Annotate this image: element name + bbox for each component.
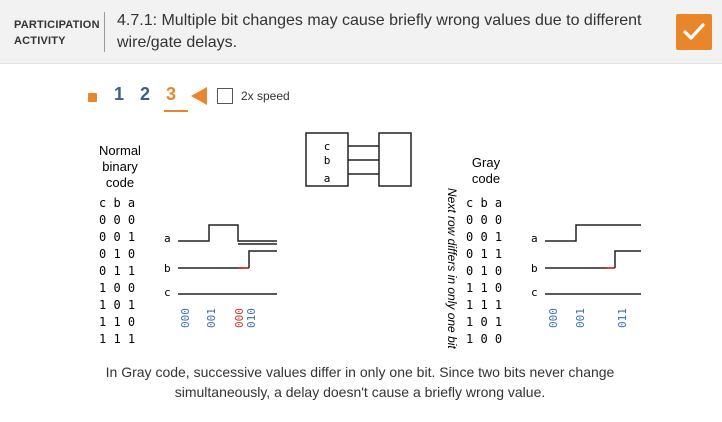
gray-time-label: 000 <box>547 308 560 328</box>
gate-input-a: a <box>324 172 331 185</box>
binary-title-line2: binary <box>102 159 138 174</box>
checkmark-icon <box>683 23 705 40</box>
step-1-button[interactable]: 1 <box>114 84 125 104</box>
binary-title-line3: code <box>106 175 134 190</box>
gray-title-line1: Gray <box>472 155 501 170</box>
binary-glitch-label: 000 <box>233 308 246 328</box>
activity-header: PARTICIPATION ACTIVITY 4.7.1: Multiple b… <box>0 0 722 64</box>
header-divider <box>104 12 105 52</box>
binary-waveforms: a b c 000 001 000 010 <box>164 224 277 328</box>
gray-row: 0 0 1 <box>466 230 502 244</box>
binary-time-label: 001 <box>205 308 218 328</box>
binary-row: 1 1 1 <box>99 332 135 346</box>
caption-line2: simultaneously, a delay doesn't cause a … <box>174 384 546 400</box>
activity-label-line2: ACTIVITY <box>14 35 66 47</box>
gate-diagram: c b a <box>305 132 412 187</box>
gray-signal-label-a: a <box>531 232 538 245</box>
binary-signal-label-a: a <box>164 232 171 245</box>
activity-title: 4.7.1: Multiple bit changes may cause br… <box>117 10 657 54</box>
activity-type-label: PARTICIPATION ACTIVITY <box>14 17 104 49</box>
gray-signal-label-c: c <box>531 286 538 299</box>
activity-title-line2: wire/gate delays. <box>117 34 238 51</box>
binary-time-label: 010 <box>245 308 258 328</box>
completion-badge <box>676 14 712 50</box>
gray-row: 0 1 0 <box>466 264 502 278</box>
gray-signal-label-b: b <box>531 262 538 275</box>
waveform-a <box>178 224 277 242</box>
gray-row: 1 0 0 <box>466 332 502 346</box>
binary-header: c b a <box>99 196 135 210</box>
gray-row: 1 0 1 <box>466 315 502 329</box>
binary-row: 0 0 1 <box>99 230 135 244</box>
caption-line1: In Gray code, successive values differ i… <box>105 364 615 380</box>
activity-label-line1: PARTICIPATION <box>14 19 100 31</box>
gray-row: 0 0 0 <box>466 213 502 227</box>
step-caption: In Gray code, successive values differ i… <box>80 362 640 402</box>
gray-side-note: Next row differs in only one bit <box>445 188 459 349</box>
gray-time-label: 011 <box>616 308 629 328</box>
gray-waveform-a <box>545 224 641 242</box>
binary-row: 0 1 0 <box>99 247 135 261</box>
animation-controls: 1 2 3 2x speed <box>86 84 386 114</box>
input-box <box>305 132 349 187</box>
play-back-triangle-icon[interactable] <box>191 87 207 105</box>
gray-time-label: 001 <box>574 308 587 328</box>
speed-label: 2x speed <box>241 89 290 103</box>
active-step-indicator <box>164 110 188 112</box>
gate-input-c: c <box>324 140 331 153</box>
gray-title-line2: code <box>472 171 500 186</box>
binary-time-label: 000 <box>179 308 192 328</box>
logic-gate <box>378 132 412 187</box>
binary-signal-label-b: b <box>164 262 171 275</box>
binary-row: 0 1 1 <box>99 264 135 278</box>
gate-input-b: b <box>324 154 331 167</box>
gray-row: 0 1 1 <box>466 247 502 261</box>
gray-header: c b a <box>466 196 502 210</box>
gray-code-section: Gray code Next row differs in only one b… <box>445 155 502 349</box>
waveform-b-rise <box>248 250 277 268</box>
start-button[interactable] <box>88 93 97 102</box>
binary-row: 1 0 0 <box>99 281 135 295</box>
binary-signal-label-c: c <box>164 286 171 299</box>
step-2-button[interactable]: 2 <box>140 84 151 104</box>
activity-title-line1: 4.7.1: Multiple bit changes may cause br… <box>117 12 642 29</box>
speed-checkbox[interactable] <box>217 88 233 104</box>
gray-row: 1 1 0 <box>466 281 502 295</box>
binary-code-section: Normal binary code c b a 0 0 0 0 0 1 0 1… <box>99 143 141 346</box>
binary-title-line1: Normal <box>99 143 141 158</box>
gray-row: 1 1 1 <box>466 298 502 312</box>
binary-row: 1 1 0 <box>99 315 135 329</box>
gray-waveform-b-rise <box>614 250 641 268</box>
binary-row: 1 0 1 <box>99 298 135 312</box>
step-3-button[interactable]: 3 <box>166 84 177 104</box>
gray-waveforms: a b c 000 001 011 <box>531 224 641 328</box>
binary-row: 0 0 0 <box>99 213 135 227</box>
